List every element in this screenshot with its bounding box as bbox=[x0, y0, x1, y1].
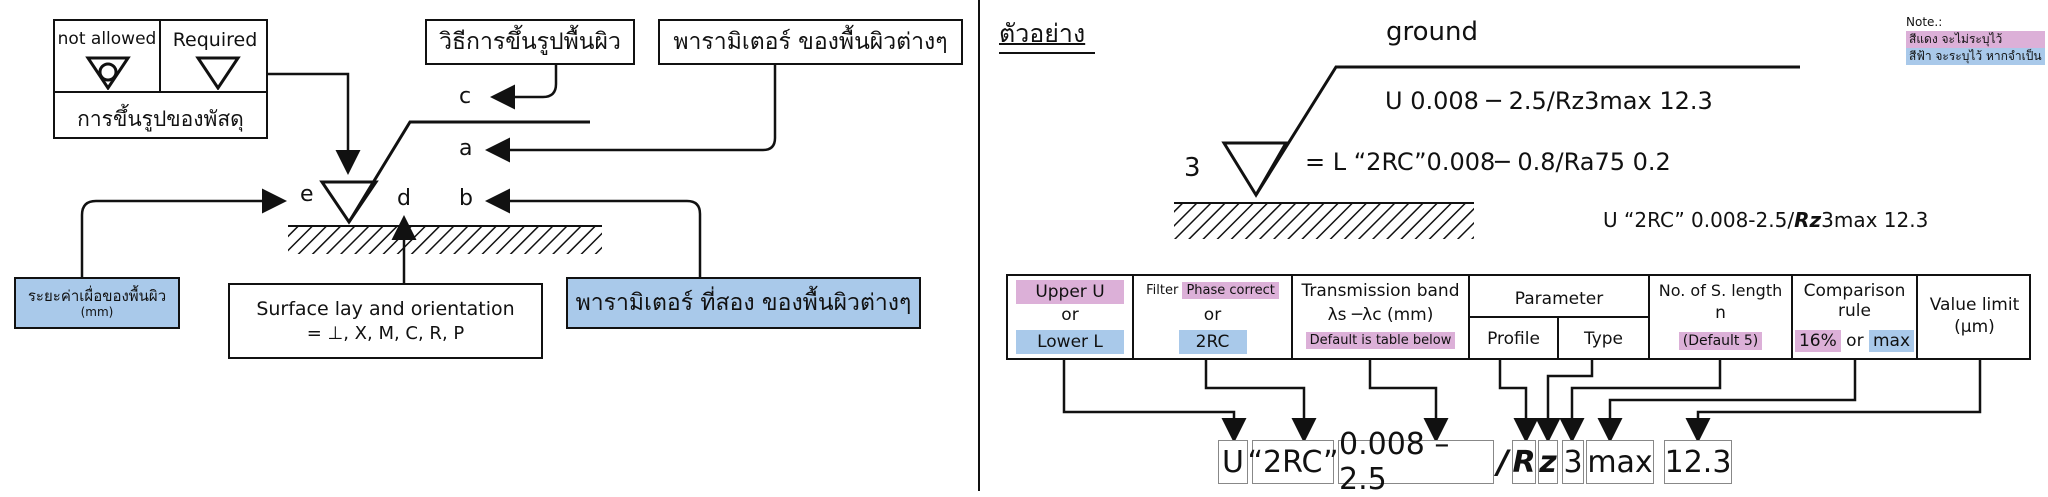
required-symbol-icon bbox=[195, 56, 241, 90]
token-z: z bbox=[1538, 440, 1558, 484]
material-shaping-label: การขึ้นรูปของพัสดุ bbox=[77, 107, 244, 131]
band-title: Transmission band bbox=[1301, 281, 1460, 301]
allowance-unit: (mm) bbox=[80, 304, 114, 319]
token-u: U bbox=[1218, 440, 1248, 484]
token-value: 12.3 bbox=[1664, 440, 1732, 484]
second-params-box: พารามิเตอร์ ที่สอง ของพื้นผิวต่างๆ bbox=[566, 277, 921, 329]
band-sub: λs ─λc (mm) bbox=[1327, 305, 1434, 325]
band-default-chip: Default is table below bbox=[1305, 332, 1456, 349]
note-box: Note.: สีแดง จะไม่ระบุไว้ สีฟ้า จะระบุไว… bbox=[1906, 14, 2045, 65]
or-1: or bbox=[1061, 305, 1079, 325]
type-label: Type bbox=[1583, 329, 1624, 349]
example-symbol bbox=[1174, 65, 1800, 239]
example-line-1: U 0.008 ─ 2.5/Rz3max 12.3 bbox=[1385, 87, 1713, 115]
required-label: Required bbox=[172, 29, 258, 51]
letter-c: c bbox=[459, 84, 472, 109]
letter-e: e bbox=[300, 182, 314, 207]
note-blue: สีฟ้า จะระบุไว้ หากจำเป็น bbox=[1906, 48, 2045, 65]
token-n: 3 bbox=[1562, 440, 1584, 484]
value-title: Value limit bbox=[1929, 295, 2020, 315]
max-chip: max bbox=[1868, 330, 1915, 352]
example-title: ตัวอย่าง bbox=[999, 19, 1086, 48]
token-rc: “2RC” bbox=[1247, 440, 1339, 484]
token-r: R bbox=[1512, 440, 1536, 484]
note-pink: สีแดง จะไม่ระบุไว้ bbox=[1906, 31, 2045, 48]
profile-label: Profile bbox=[1487, 329, 1540, 349]
table-connectors bbox=[1062, 360, 1982, 442]
parameter-title: Parameter bbox=[1514, 289, 1604, 309]
left-diagram bbox=[80, 0, 980, 491]
allowance-box: ระยะค่าเผื่อของพื้นผิว (mm) bbox=[14, 277, 180, 329]
slength-n: n bbox=[1715, 303, 1726, 323]
comparison-title: Comparison bbox=[1803, 281, 1906, 301]
lay-options: = ⊥, X, M, C, R, P bbox=[306, 323, 465, 344]
or-2: or bbox=[1203, 305, 1222, 325]
example-allowance-value: 3 bbox=[1184, 153, 1201, 183]
rc-chip: 2RC bbox=[1178, 330, 1247, 354]
surface-symbol-triangle bbox=[319, 180, 379, 225]
upper-chip: Upper U bbox=[1016, 280, 1124, 304]
allowance-label: ระยะค่าเผื่อของพื้นผิว bbox=[27, 286, 167, 305]
or-3: or bbox=[1846, 331, 1864, 351]
slength-title: No. of S. length bbox=[1658, 281, 1783, 300]
lay-title: Surface lay and orientation bbox=[256, 298, 515, 320]
surface-hatch bbox=[288, 226, 602, 254]
surface-symbol-long-leg bbox=[347, 120, 590, 223]
spec-table: Upper U or Lower L Filter Phase correct … bbox=[1006, 274, 2031, 360]
params-box: พารามิเตอร์ ของพื้นผิวต่างๆ bbox=[658, 19, 963, 65]
lower-chip: Lower L bbox=[1016, 330, 1124, 354]
token-slash: / bbox=[1497, 443, 1509, 481]
ground-label: ground bbox=[1386, 17, 1478, 47]
slength-default-chip: (Default 5) bbox=[1678, 332, 1763, 350]
pct-chip: 16% bbox=[1794, 330, 1841, 352]
not-allowed-label: not allowed bbox=[57, 29, 157, 49]
symbol-legend-box: not allowed Required การขึ้นรูปของพัสดุ bbox=[53, 19, 268, 139]
token-max: max bbox=[1586, 440, 1654, 484]
note-title: Note.: bbox=[1906, 15, 1943, 29]
filter-label: Filter bbox=[1146, 283, 1179, 298]
value-unit: (μm) bbox=[1954, 317, 1995, 337]
letter-d: d bbox=[397, 186, 411, 211]
letter-a: a bbox=[459, 136, 473, 161]
token-band: 0.008 – 2.5 bbox=[1338, 427, 1494, 497]
process-box: วิธีการขึ้นรูปพื้นผิว bbox=[425, 19, 635, 65]
example-callout: U “2RC” 0.008-2.5/Rz3max 12.3 bbox=[1603, 208, 1929, 232]
not-allowed-symbol-icon bbox=[85, 56, 131, 90]
phase-chip: Phase correct bbox=[1182, 282, 1279, 299]
letter-b: b bbox=[459, 186, 473, 211]
comparison-rule: rule bbox=[1838, 301, 1871, 321]
example-line-2: = L “2RC”0.008─ 0.8/Ra75 0.2 bbox=[1305, 148, 1671, 176]
surface-lay-box: Surface lay and orientation = ⊥, X, M, C… bbox=[228, 283, 543, 359]
